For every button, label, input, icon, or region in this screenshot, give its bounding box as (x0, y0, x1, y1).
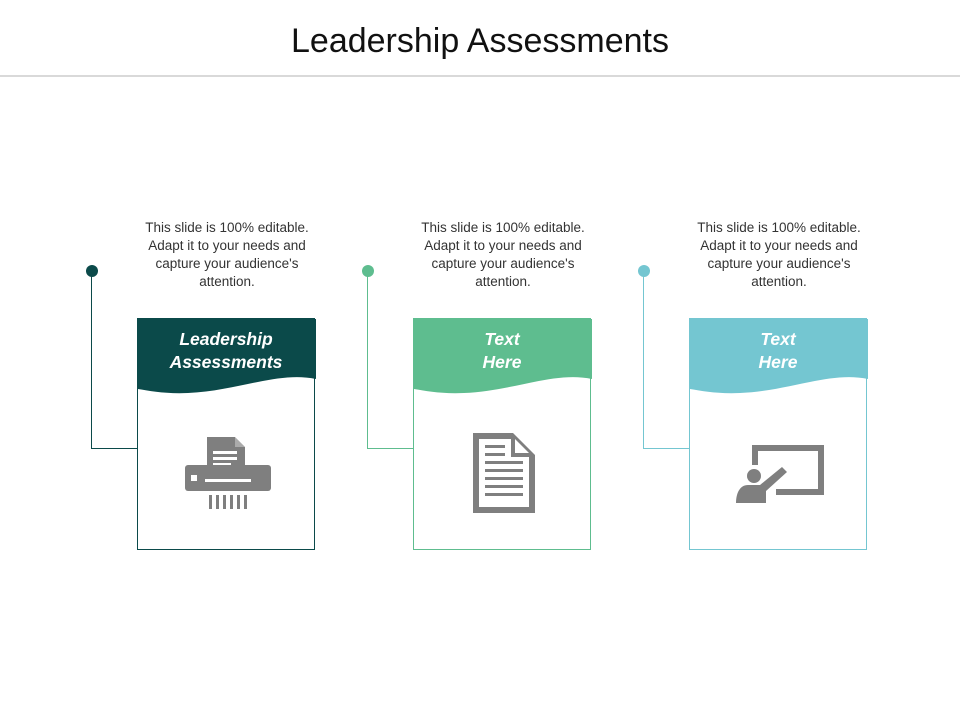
presentation-board-icon (736, 445, 824, 503)
document-icon (473, 433, 535, 513)
description-text-3: This slide is 100% editable. Adapt it to… (697, 220, 861, 289)
card-header-3: Text Here (690, 319, 868, 399)
card-heading-2-line2: Here (482, 352, 522, 372)
card-heading-2-line1: Text (484, 329, 520, 349)
description-text-1: This slide is 100% editable. Adapt it to… (145, 220, 309, 289)
connector-dot-3 (638, 265, 650, 277)
card-3: Text Here (689, 318, 868, 550)
card-heading-3: Text Here (690, 328, 866, 374)
shredder-icon (185, 437, 271, 509)
connector-dot-2 (362, 265, 374, 277)
card-heading-2: Text Here (414, 328, 590, 374)
connector-horizontal-3 (643, 448, 690, 449)
title-divider (0, 75, 960, 77)
card-heading-1-line1: Leadership (179, 329, 273, 349)
connector-vertical-2 (367, 271, 368, 449)
card-2: Text Here (413, 318, 592, 550)
card-1: Leadership Assessments (137, 318, 316, 550)
card-header-1: Leadership Assessments (138, 319, 316, 399)
connector-horizontal-2 (367, 448, 414, 449)
connector-vertical-1 (91, 271, 92, 449)
card-heading-3-line1: Text (760, 329, 796, 349)
connector-horizontal-1 (91, 448, 138, 449)
connector-vertical-3 (643, 271, 644, 449)
connector-dot-1 (86, 265, 98, 277)
description-text-2: This slide is 100% editable. Adapt it to… (421, 220, 585, 289)
card-heading-3-line2: Here (758, 352, 798, 372)
card-heading-1: Leadership Assessments (138, 328, 314, 374)
slide-title: Leadership Assessments (291, 22, 669, 60)
card-heading-1-line2: Assessments (169, 352, 283, 372)
card-header-2: Text Here (414, 319, 592, 399)
